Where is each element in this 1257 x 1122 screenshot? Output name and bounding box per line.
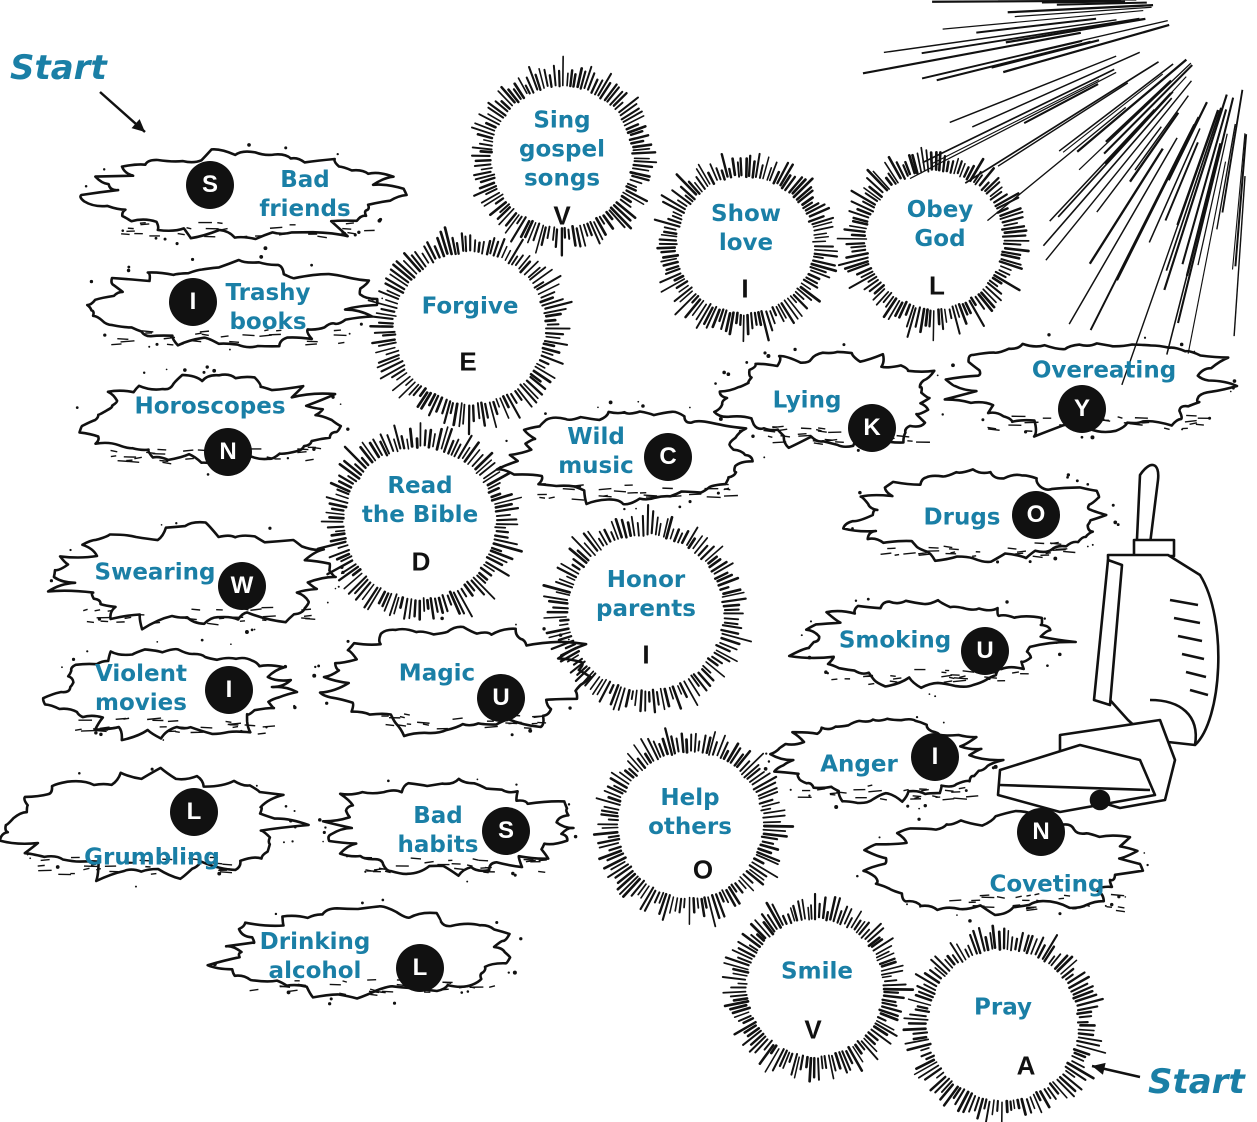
sun-burst	[470, 55, 658, 257]
letter-badge: S	[482, 807, 530, 855]
letter-badge: I	[169, 278, 217, 326]
cloud-label: Bad friends	[259, 167, 351, 222]
letter-badge: I	[205, 666, 253, 714]
sun-letter: D	[411, 546, 431, 577]
cloud-label: Lying	[772, 387, 842, 414]
sun-letter: L	[929, 270, 945, 301]
cloud-shape	[86, 255, 384, 351]
start-label-top: Start	[10, 48, 107, 88]
cloud-label: Magic	[398, 660, 476, 687]
cloud-label: Coveting	[989, 871, 1105, 898]
letter-badge: L	[170, 788, 218, 836]
cloud-shape	[46, 520, 345, 634]
letter-badge: I	[911, 733, 959, 781]
cloud-label: Drinking alcohol	[259, 929, 371, 984]
cloud-shape	[79, 143, 408, 251]
letter-badge: C	[644, 433, 692, 481]
letter-badge: O	[1012, 491, 1060, 539]
sun-label: Forgive	[421, 293, 519, 320]
cloud-label: Anger	[820, 751, 898, 778]
arrow-icon	[99, 91, 146, 133]
sun-letter: V	[553, 200, 571, 231]
cloud-shape	[495, 400, 766, 511]
cloud-label: Horoscopes	[134, 393, 286, 420]
sun-label: Smile	[781, 958, 853, 985]
cloud-shape	[856, 809, 1149, 923]
cloud-label: Smoking	[838, 627, 952, 654]
sun-label: Pray	[973, 994, 1033, 1021]
letter-badge: Y	[1058, 385, 1106, 433]
sun-burst	[836, 146, 1030, 342]
letter-badge: N	[1017, 808, 1065, 856]
sun-letter: E	[459, 346, 477, 377]
cloud-shape	[75, 365, 350, 476]
sun-label: Sing gospel songs	[519, 107, 605, 192]
sun-burst	[592, 727, 795, 928]
cloud-label: Grumbling	[84, 844, 220, 871]
cloud-label: Drugs	[923, 504, 1001, 531]
sun-letter: I	[741, 273, 749, 304]
sun-letter: A	[1016, 1050, 1036, 1081]
cloud-label: Overeating	[1031, 357, 1177, 384]
letter-badge: N	[204, 428, 252, 476]
sun-burst	[316, 422, 523, 621]
letter-badge: S	[186, 161, 234, 209]
sun-burst	[542, 503, 752, 714]
letter-badge: W	[218, 562, 266, 610]
cloud-shape	[0, 766, 310, 888]
sun-letter: O	[692, 854, 714, 885]
letter-badge: L	[396, 944, 444, 992]
sun-letter: I	[642, 639, 650, 670]
sun-burst	[902, 924, 1107, 1122]
sun-label: Show love	[711, 201, 781, 256]
start-label-bottom: Start	[1148, 1062, 1245, 1102]
cloud-label: Trashy books	[225, 280, 311, 335]
letter-badge: U	[477, 674, 525, 722]
letter-badge: U	[961, 627, 1009, 675]
cloud-label: Bad habits	[397, 803, 479, 858]
sun-burst	[653, 152, 839, 343]
sun-rays-icon	[862, 0, 1248, 386]
sun-label: Help others	[648, 785, 732, 840]
sun-label: Read the Bible	[361, 473, 479, 528]
cloud-label: Wild music	[558, 424, 634, 479]
arrow-icon	[1091, 1062, 1141, 1079]
sun-burst	[721, 892, 915, 1083]
sun-label: Honor parents	[596, 567, 696, 622]
sun-label: Obey God	[906, 197, 974, 252]
vacuum-cleaner-icon	[996, 463, 1220, 814]
cloud-label: Swearing	[94, 559, 216, 586]
cloud-shape	[787, 597, 1077, 698]
letter-badge: K	[848, 404, 896, 452]
sun-burst	[367, 226, 573, 436]
sun-letter: V	[804, 1014, 822, 1045]
cloud-label: Violent movies	[95, 661, 187, 716]
